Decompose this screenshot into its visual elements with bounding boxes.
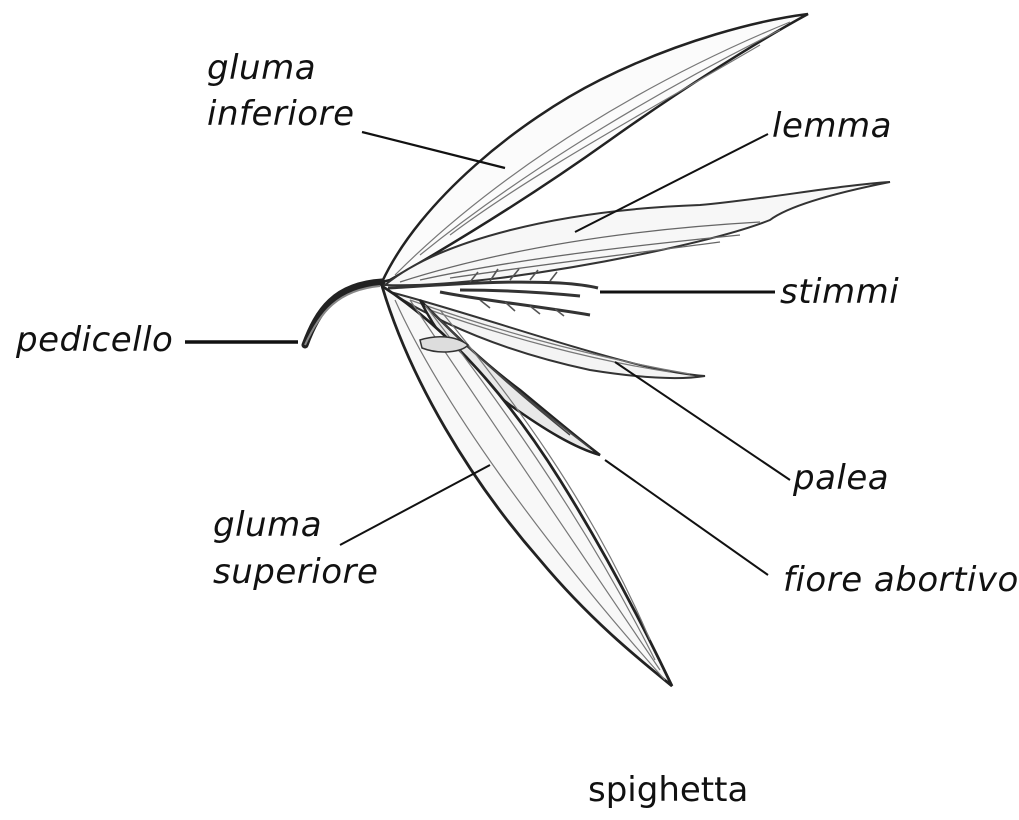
label-pedicello: pedicello — [16, 320, 173, 360]
label-fiore-abortivo: fiore abortivo — [783, 560, 1019, 600]
label-palea: palea — [793, 458, 889, 498]
leader-gluma-superiore — [340, 465, 490, 545]
leader-palea — [615, 362, 790, 480]
label-lemma: lemma — [772, 106, 892, 146]
label-stimmi: stimmi — [780, 272, 899, 312]
pedicello-stalk — [305, 282, 382, 345]
label-gluma-inferiore-line1: gluma — [207, 48, 316, 88]
leader-fiore-abortivo — [605, 460, 768, 575]
label-gluma-inferiore-line2: inferiore — [207, 94, 355, 134]
caption-spighetta: spighetta — [588, 770, 748, 810]
label-gluma-superiore-line1: gluma — [213, 505, 322, 545]
leader-gluma-inferiore — [362, 132, 505, 168]
label-gluma-superiore-line2: superiore — [213, 552, 378, 592]
